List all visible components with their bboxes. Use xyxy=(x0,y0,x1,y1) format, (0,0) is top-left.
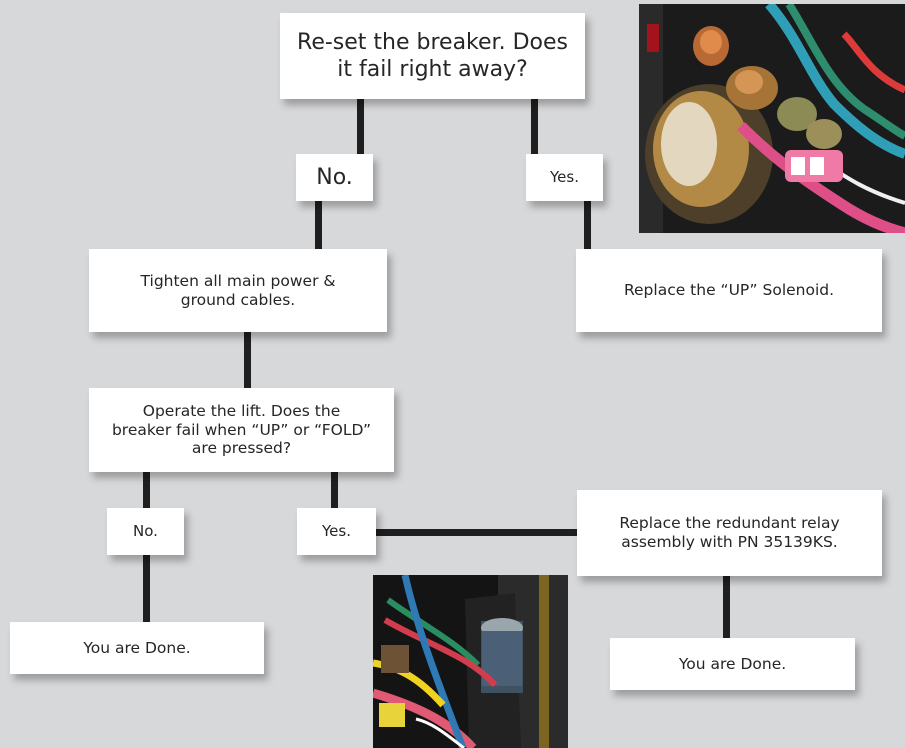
connector-start-to-yes xyxy=(531,99,538,154)
connector-operate-to-no xyxy=(143,472,150,508)
connector-no-to-tighten xyxy=(315,201,322,249)
connector-yes-to-relay xyxy=(376,529,577,536)
relay-photo xyxy=(373,575,568,748)
tighten-cables-text: Tighten all main power & ground cables. xyxy=(140,271,336,309)
replace-up-solenoid-box: Replace the “UP” Solenoid. xyxy=(576,249,882,332)
operate-lift-question-text: Operate the lift. Does the breaker fail … xyxy=(111,401,372,458)
second-no-box: No. xyxy=(107,508,184,555)
connector-tighten-to-operate xyxy=(244,332,251,388)
solenoid-illustration xyxy=(639,4,905,233)
connector-start-to-no xyxy=(357,99,364,154)
second-yes-box: Yes. xyxy=(297,508,376,555)
first-yes-text: Yes. xyxy=(550,168,579,187)
start-question-box: Re-set the breaker. Does it fail right a… xyxy=(280,13,585,99)
tighten-cables-box: Tighten all main power & ground cables. xyxy=(89,249,387,332)
connector-yes-to-replace-up xyxy=(584,201,591,249)
first-no-box: No. xyxy=(296,154,373,201)
second-no-text: No. xyxy=(133,522,158,541)
done-right-box: You are Done. xyxy=(610,638,855,690)
replace-relay-text: Replace the redundant relay assembly wit… xyxy=(619,514,840,551)
first-yes-box: Yes. xyxy=(526,154,603,201)
first-no-text: No. xyxy=(316,164,353,190)
operate-lift-question-box: Operate the lift. Does the breaker fail … xyxy=(89,388,394,472)
done-left-box: You are Done. xyxy=(10,622,264,674)
done-right-text: You are Done. xyxy=(678,654,787,673)
replace-up-solenoid-text: Replace the “UP” Solenoid. xyxy=(623,281,835,300)
connector-relay-to-done-right xyxy=(723,576,730,638)
solenoid-photo xyxy=(639,4,905,233)
second-yes-text: Yes. xyxy=(322,522,351,541)
relay-illustration xyxy=(373,575,568,748)
connector-operate-to-yes xyxy=(331,472,338,508)
start-question-text: Re-set the breaker. Does it fail right a… xyxy=(297,29,568,83)
replace-relay-box: Replace the redundant relay assembly wit… xyxy=(577,490,882,576)
done-left-text: You are Done. xyxy=(83,638,191,657)
connector-no-to-done-left xyxy=(143,555,150,622)
